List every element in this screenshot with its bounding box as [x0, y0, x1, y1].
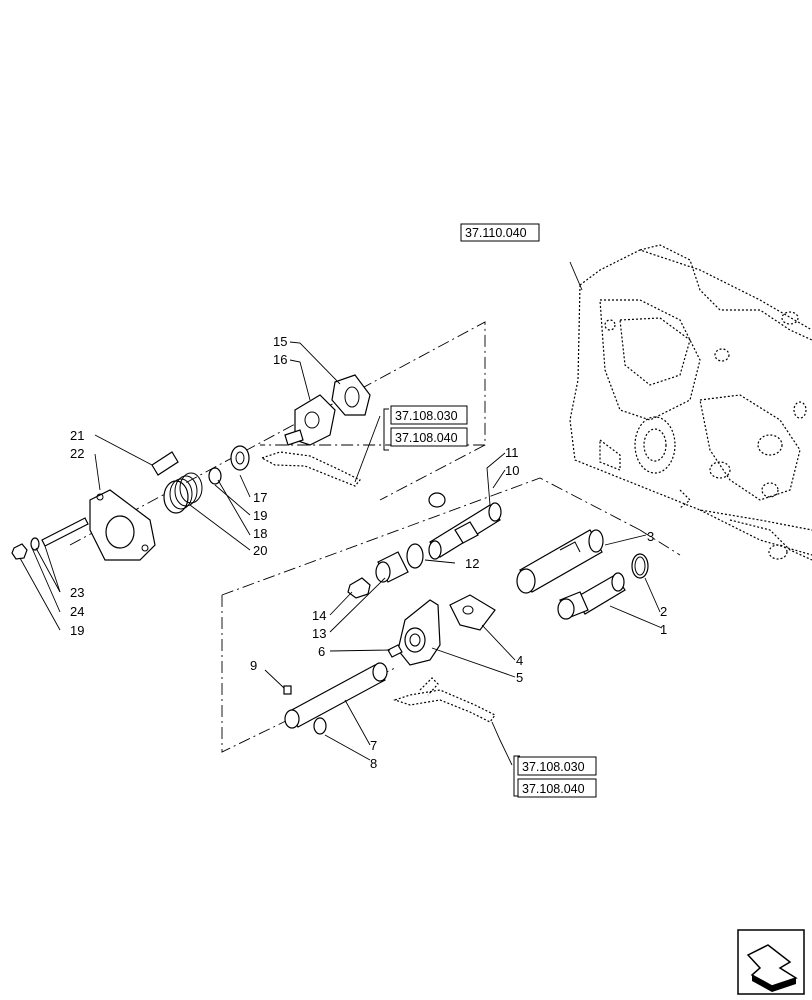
- part-16-cam: [284, 394, 336, 446]
- callout-21: 21: [70, 428, 84, 443]
- callout-5: 5: [516, 670, 523, 685]
- ref-lower-a[interactable]: 37.108.030: [522, 760, 585, 774]
- callout-23: 23: [70, 585, 84, 600]
- callout-11: 11: [505, 445, 519, 460]
- part-13-fitting: [375, 551, 409, 583]
- lower-linkage-ghost: [393, 689, 496, 723]
- part-17-washer: [230, 445, 250, 471]
- part-19-nut: [11, 543, 28, 560]
- part-2-o-ring-inner: [634, 556, 646, 576]
- part-22-cover: [89, 489, 156, 561]
- callout-7: 7: [370, 738, 377, 753]
- ref-lower-b[interactable]: 37.108.040: [522, 782, 585, 796]
- callout-22: 22: [70, 446, 84, 461]
- callout-18: 18: [253, 526, 267, 541]
- upper-assembly-frame: [69, 321, 486, 546]
- ref-upper-a[interactable]: 37.108.030: [395, 409, 458, 423]
- callout-20: 20: [253, 543, 267, 558]
- rear-axle-housing-ghost: [569, 244, 812, 561]
- part-6-key: [387, 644, 403, 658]
- part-3-sleeve: [516, 529, 604, 594]
- callout-9: 9: [250, 658, 257, 673]
- lower-assembly-frame: [221, 477, 681, 753]
- callout-4: 4: [516, 653, 523, 668]
- callout-1: 1: [660, 622, 667, 637]
- next-page-arrow-icon[interactable]: [737, 929, 805, 995]
- callout-24: 24: [70, 604, 84, 619]
- callout-2: 2: [660, 604, 667, 619]
- part-20-spring: [163, 472, 203, 514]
- ref-group-lower: 37.108.030 37.108.040: [513, 755, 597, 798]
- callout-13: 13: [312, 626, 326, 641]
- part-1-fitting: [557, 572, 626, 620]
- callout-15: 15: [273, 334, 287, 349]
- upper-linkage-ghost: [260, 451, 361, 487]
- ref-box-housing[interactable]: 37.110.040: [460, 223, 540, 242]
- callout-3: 3: [647, 529, 654, 544]
- part-8-o-ring: [313, 717, 327, 735]
- callout-10: 10: [505, 463, 519, 478]
- callout-19-lower: 19: [70, 623, 84, 638]
- lower-linkage-ghost-end: [419, 677, 439, 696]
- part-11-o-ring: [428, 492, 446, 508]
- part-17-washer-inner: [235, 451, 245, 465]
- ref-upper-b[interactable]: 37.108.040: [395, 431, 458, 445]
- callout-8: 8: [370, 756, 377, 771]
- part-15-washer: [331, 374, 371, 416]
- callout-17: 17: [253, 490, 267, 505]
- part-5-lever: [397, 599, 441, 666]
- callout-19-upper: 19: [253, 508, 267, 523]
- part-24-washer: [30, 537, 40, 551]
- callout-12: 12: [465, 556, 479, 571]
- leader-lines: [19, 261, 663, 766]
- part-14-nut: [347, 577, 371, 599]
- ref-group-upper: 37.108.030 37.108.040: [383, 405, 468, 451]
- part-2-o-ring: [631, 553, 649, 579]
- part-12-o-ring: [406, 543, 424, 569]
- callout-14: 14: [312, 608, 326, 623]
- callout-16: 16: [273, 352, 287, 367]
- callout-6: 6: [318, 644, 325, 659]
- callout-labels: 1 2 3 4 5 6 7 8 9 10 11 12 13 14 15 16 1…: [70, 334, 667, 771]
- part-7-shaft: [284, 662, 388, 729]
- part-9-pin: [283, 685, 292, 695]
- ref-housing-label[interactable]: 37.110.040: [465, 226, 527, 240]
- part-23-stud: [41, 517, 89, 547]
- part-21-pin: [151, 451, 179, 476]
- part-4-hole: [462, 605, 474, 615]
- part-10-valve-shaft: [428, 502, 502, 560]
